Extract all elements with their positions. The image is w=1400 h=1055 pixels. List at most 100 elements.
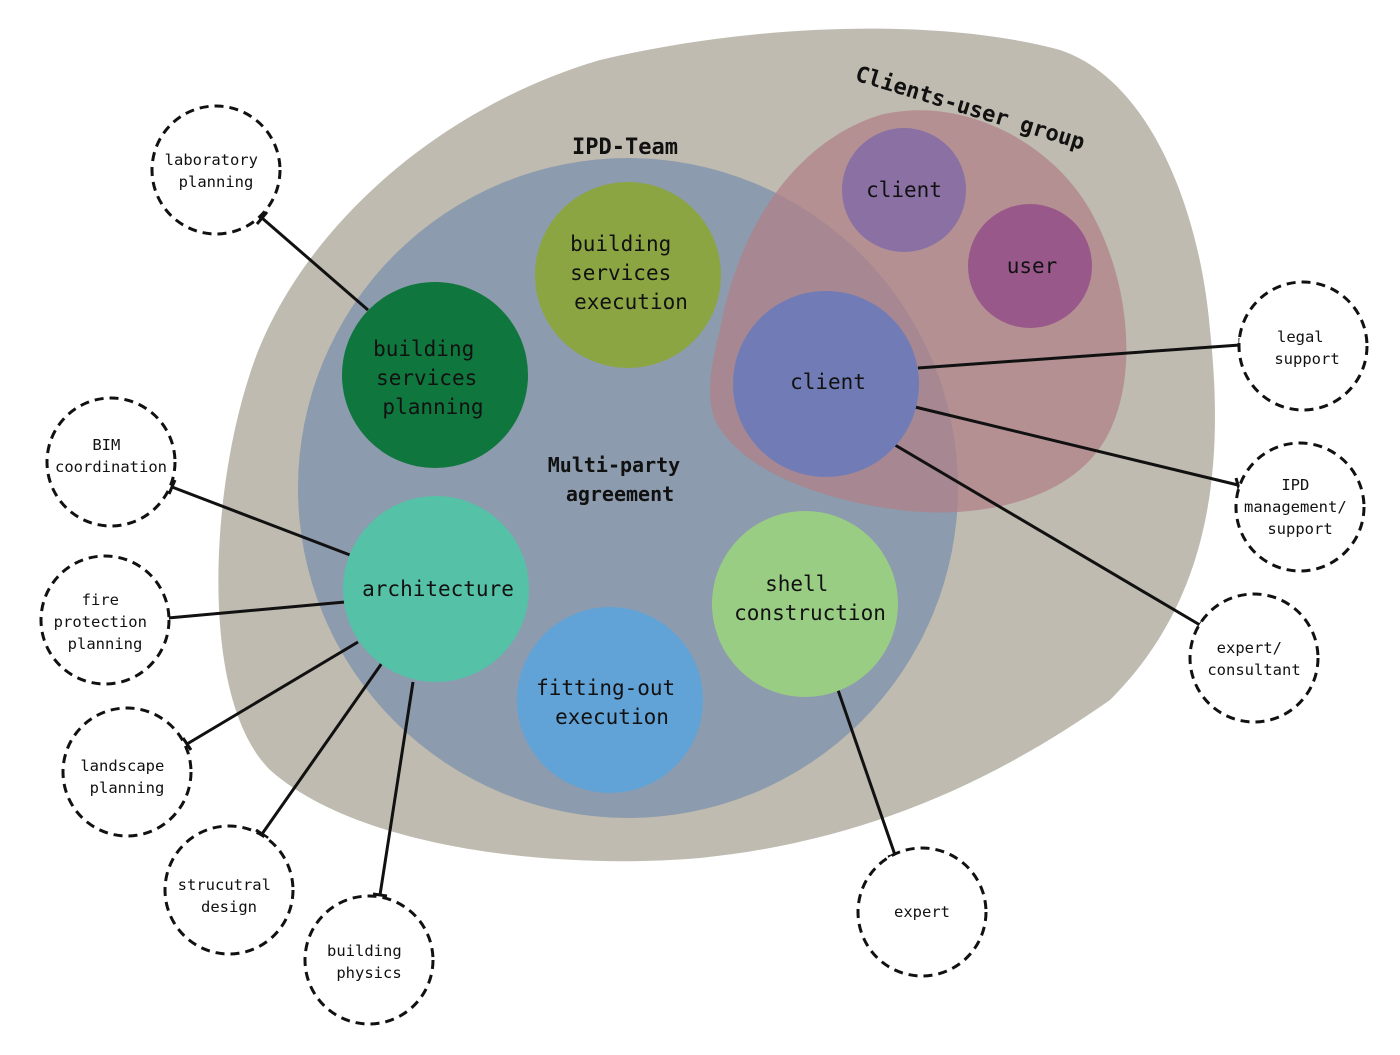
external-bim-coordination: BIM coordination: [45, 396, 177, 528]
external-label-line: planning: [68, 635, 143, 653]
external-structural-design: strucutral design: [163, 824, 295, 956]
party-label-line: services: [570, 261, 671, 285]
external-label-line: fire: [82, 591, 119, 609]
cap-bim: [167, 479, 177, 495]
party-circle: [342, 282, 528, 468]
party-label-line: planning: [382, 395, 483, 419]
link-land-arch: [186, 640, 359, 746]
external-fire-protection-planning: fire protection planning: [39, 554, 171, 686]
external-label-line: BIM: [92, 436, 120, 454]
external-label-line: legal: [1277, 328, 1324, 346]
party-label-line: fitting-out: [536, 676, 675, 700]
external-label: building physics: [327, 942, 411, 982]
external-label-line: consultant: [1207, 661, 1300, 679]
external-laboratory-planning: laboratory planning: [150, 104, 282, 236]
center-label-line: Multi-party: [548, 453, 680, 477]
external-label: BIM coordination: [55, 436, 167, 476]
party-label-line: building: [373, 337, 474, 361]
external-circle: [1188, 592, 1320, 724]
external-legal-support: legal support: [1237, 280, 1369, 412]
link-struct-arch: [260, 662, 384, 835]
external-label-line: coordination: [55, 458, 167, 476]
external-label: expert: [894, 903, 950, 921]
cap-lab: [255, 211, 269, 225]
party-label: architecture: [362, 577, 514, 601]
party-circle: [733, 291, 919, 477]
party-fitting-out-execution: fitting-out execution: [517, 607, 703, 793]
external-label-line: planning: [90, 779, 165, 797]
party-label-line: execution: [574, 290, 688, 314]
party-client-ipd: client: [733, 291, 919, 477]
party-label: building services execution: [570, 232, 688, 314]
party-label-line: building: [570, 232, 671, 256]
party-label: client: [790, 370, 866, 394]
external-circle: [1234, 441, 1366, 573]
external-label: fire protection planning: [54, 591, 157, 653]
external-label-line: expert/: [1217, 639, 1282, 657]
external-circle: [163, 824, 295, 956]
external-label: expert/ consultant: [1207, 639, 1300, 679]
external-circle: [856, 846, 988, 978]
link-ipdmgmt-client: [914, 405, 1239, 487]
party-circle: [343, 496, 529, 682]
external-label-line: physics: [336, 964, 401, 982]
external-ipd-management-support: IPD management/ support: [1234, 441, 1366, 573]
external-label-line: management/: [1244, 498, 1347, 516]
party-label-line: shell: [765, 572, 828, 596]
party-label: building services planning: [373, 337, 490, 419]
external-label-line: support: [1267, 520, 1332, 538]
connection-lines: [166, 211, 1242, 898]
link-fire-arch: [167, 600, 346, 620]
external-label-line: protection: [54, 613, 147, 631]
external-label-line: design: [201, 898, 257, 916]
cap-phys: [372, 892, 388, 898]
center-label-line: agreement: [566, 482, 674, 506]
external-expert: expert: [856, 846, 988, 978]
external-circle: [39, 554, 171, 686]
external-expert-consultant: expert/ consultant: [1188, 592, 1320, 724]
external-landscape-planning: landscape planning: [61, 706, 193, 838]
ipd-team-title: IPD-Team: [572, 135, 678, 160]
party-label-line: execution: [555, 705, 669, 729]
external-label: landscape planning: [80, 757, 173, 797]
external-label-line: IPD: [1281, 476, 1309, 494]
party-client-top: client: [842, 128, 966, 252]
party-circle: [968, 204, 1092, 328]
link-consult-client: [894, 443, 1201, 627]
external-circle: [1237, 280, 1369, 412]
external-label-line: strucutral: [178, 876, 271, 894]
link-expert-shell: [836, 689, 897, 856]
multi-party-agreement-label: Multi-party agreement: [548, 453, 693, 506]
party-circle: [712, 511, 898, 697]
external-label-line: planning: [179, 173, 254, 191]
party-shell-construction: shell construction: [712, 511, 898, 697]
party-building-services-execution: building services execution: [535, 182, 721, 368]
party-circle: [517, 607, 703, 793]
external-circle: [303, 894, 435, 1026]
party-circle: [842, 128, 966, 252]
external-circle: [45, 396, 177, 528]
external-label-line: support: [1274, 350, 1339, 368]
external-label-line: laboratory: [165, 151, 258, 169]
external-label: laboratory planning: [165, 151, 268, 191]
external-building-physics: building physics: [303, 894, 435, 1026]
party-label: shell construction: [734, 572, 886, 625]
link-phys-arch: [378, 681, 415, 896]
party-label: fitting-out execution: [536, 676, 688, 729]
party-label: user: [1007, 254, 1058, 278]
cap-land: [181, 737, 193, 751]
external-circle: [150, 104, 282, 236]
party-label-line: services: [376, 366, 477, 390]
external-circle: [61, 706, 193, 838]
party-architecture: architecture: [343, 496, 529, 682]
external-label-line: building: [327, 942, 402, 960]
party-label: client: [866, 178, 942, 202]
party-building-services-planning: building services planning: [342, 282, 528, 468]
link-bim-arch: [171, 485, 351, 557]
link-legal-client: [917, 343, 1241, 370]
external-label-line: landscape: [80, 757, 164, 775]
external-label: strucutral design: [178, 876, 281, 916]
party-circle: [535, 182, 721, 368]
